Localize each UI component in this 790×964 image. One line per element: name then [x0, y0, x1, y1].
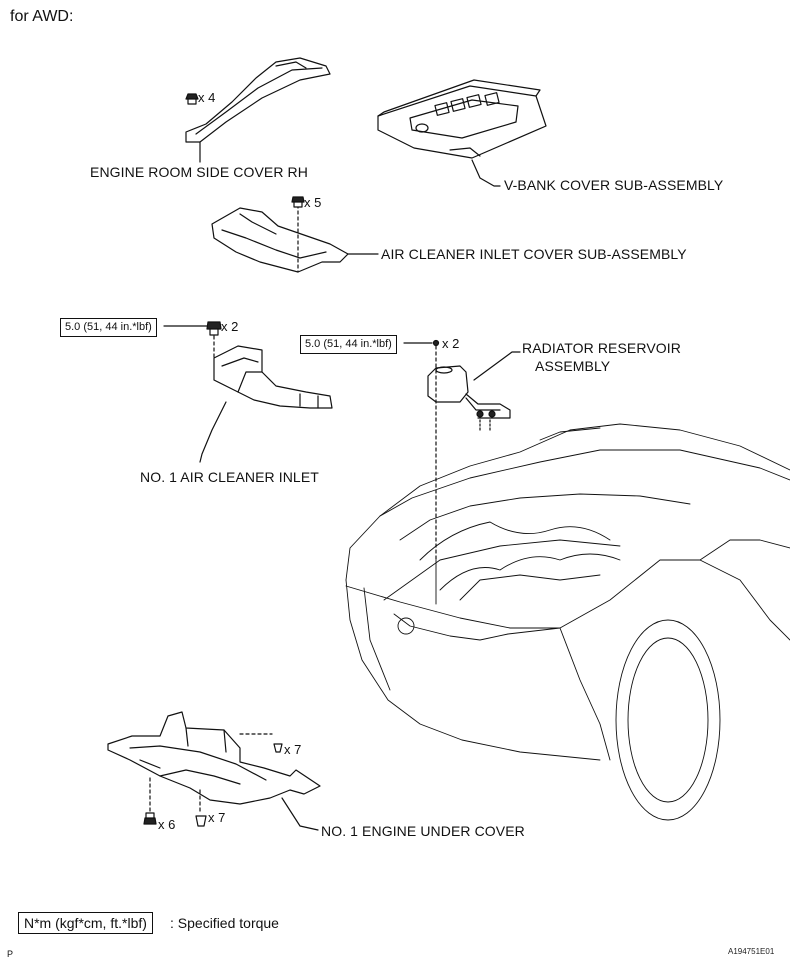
radiator-reservoir-label-line1: RADIATOR RESERVOIR [522, 340, 681, 356]
radiator-reservoir-label-line2: ASSEMBLY [535, 358, 611, 374]
radiator-reservoir-assembly [404, 341, 520, 561]
radiator-reservoir-qty: x 2 [442, 336, 460, 351]
bolt-icon [207, 322, 221, 335]
footer-mark: P [7, 949, 14, 959]
v-bank-cover-label: V-BANK COVER SUB-ASSEMBLY [504, 177, 724, 193]
no-1-engine-under-cover [108, 712, 320, 830]
engine-under-cover-label: NO. 1 ENGINE UNDER COVER [321, 823, 525, 839]
page-title: for AWD: [10, 8, 74, 25]
clip-icon [434, 341, 439, 346]
bolt-icon [144, 813, 156, 824]
torque-box: 5.0 (51, 44 in.*lbf) [60, 318, 157, 337]
air-cleaner-inlet-qty: x 2 [221, 319, 239, 334]
figure-id: A194751E01 [728, 947, 775, 956]
torque-box: 5.0 (51, 44 in.*lbf) [300, 335, 397, 354]
air-inlet-cover-qty: x 5 [304, 195, 322, 210]
legend-text: : Specified torque [170, 915, 279, 931]
clip-icon [196, 816, 206, 826]
under-cover-qty-a: x 7 [284, 742, 302, 757]
air-cleaner-inlet-cover-sub-assembly [212, 197, 378, 272]
air-inlet-cover-label: AIR CLEANER INLET COVER SUB-ASSEMBLY [381, 246, 687, 262]
no-1-air-cleaner-inlet [164, 322, 332, 462]
legend-unit-box: N*m (kgf*cm, ft.*lbf) [18, 912, 153, 934]
bolt-icon [186, 94, 198, 104]
vehicle-front-outline [346, 424, 790, 820]
side-cover-rh-label: ENGINE ROOM SIDE COVER RH [90, 164, 308, 180]
air-cleaner-inlet-label: NO. 1 AIR CLEANER INLET [140, 469, 319, 485]
under-cover-qty-b: x 6 [158, 817, 176, 832]
side-cover-qty: x 4 [198, 90, 216, 105]
v-bank-cover-sub-assembly [378, 80, 546, 186]
engine-room-side-cover-rh [186, 58, 330, 162]
clip-icon [274, 744, 282, 752]
under-cover-qty-c: x 7 [208, 810, 226, 825]
bolt-icon [292, 197, 304, 207]
